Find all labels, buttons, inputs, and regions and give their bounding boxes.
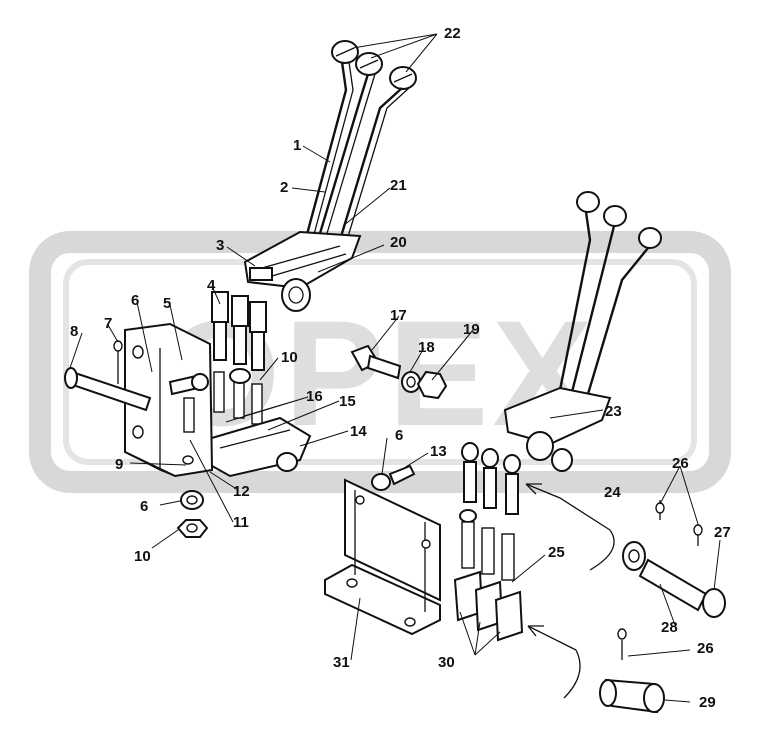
- callout-30: 30: [438, 654, 455, 671]
- right-lever-assembly: [453, 191, 662, 699]
- callout-6a: 6: [131, 292, 139, 309]
- clevis-group-right: [461, 442, 521, 515]
- callout-12: 12: [233, 483, 250, 500]
- callout-28: 28: [661, 619, 678, 636]
- cotter-26-right: [655, 500, 703, 546]
- knob-group-left: [331, 40, 417, 90]
- callout-10a: 10: [281, 349, 298, 366]
- callout-27: 27: [714, 524, 731, 541]
- valve-block-left: [204, 416, 312, 478]
- lever-bracket-left: [243, 230, 362, 312]
- lever-rods-right: [558, 211, 649, 395]
- clevis-group-left: [211, 291, 267, 371]
- callout-29: 29: [699, 694, 716, 711]
- adjuster-rods-left: [213, 368, 263, 425]
- callout-1: 1: [293, 137, 301, 154]
- callout-labels: 22 1 2 21 3 20 4 6 5 7 8 10 17 18 19 16 …: [70, 25, 731, 711]
- bolt-left: [168, 373, 209, 433]
- mounting-plate-left: [124, 322, 214, 478]
- callout-26b: 26: [697, 640, 714, 657]
- callout-5: 5: [163, 295, 171, 312]
- callout-10b: 10: [134, 548, 151, 565]
- nut-left: [176, 519, 209, 538]
- knob-group-right: [576, 191, 662, 249]
- callout-11: 11: [233, 514, 249, 531]
- pivot-pin-left: [64, 340, 152, 412]
- pin-29: [599, 628, 665, 714]
- callout-2: 2: [280, 179, 288, 196]
- center-hardware: [350, 344, 448, 400]
- washer-left: [180, 490, 204, 510]
- leader-lines: [69, 33, 721, 703]
- bolt-13: [371, 464, 416, 491]
- mounting-bracket-31: [324, 478, 441, 636]
- callout-22: 22: [444, 25, 461, 42]
- callout-20: 20: [390, 234, 407, 251]
- callout-24: 24: [604, 484, 621, 501]
- callout-21: 21: [390, 177, 407, 194]
- adjuster-rods-right: [459, 509, 515, 581]
- callout-17: 17: [390, 307, 407, 324]
- callout-6c: 6: [140, 498, 148, 515]
- callout-13: 13: [430, 443, 447, 460]
- lever-bracket-right: [503, 386, 612, 472]
- callout-25: 25: [548, 544, 565, 561]
- left-lever-assembly: [64, 40, 417, 538]
- arrow-24: [525, 483, 615, 571]
- callout-14: 14: [350, 423, 367, 440]
- valve-blocks-right: [453, 570, 524, 642]
- watermark-inner-frame: [63, 259, 697, 465]
- callout-4: 4: [207, 277, 216, 294]
- callout-16: 16: [306, 388, 323, 405]
- pin-28: [622, 541, 726, 618]
- callout-9: 9: [115, 456, 123, 473]
- callout-23: 23: [605, 403, 622, 420]
- callout-26a: 26: [672, 455, 689, 472]
- callout-19: 19: [463, 321, 480, 338]
- lever-rods-left: [304, 61, 410, 241]
- callout-6b: 6: [395, 427, 403, 444]
- callout-15: 15: [339, 393, 356, 410]
- callout-31: 31: [333, 654, 350, 671]
- callout-7: 7: [104, 315, 112, 332]
- callout-8: 8: [70, 323, 78, 340]
- arrow-30: [527, 625, 581, 699]
- callout-18: 18: [418, 339, 435, 356]
- callout-3: 3: [216, 237, 224, 254]
